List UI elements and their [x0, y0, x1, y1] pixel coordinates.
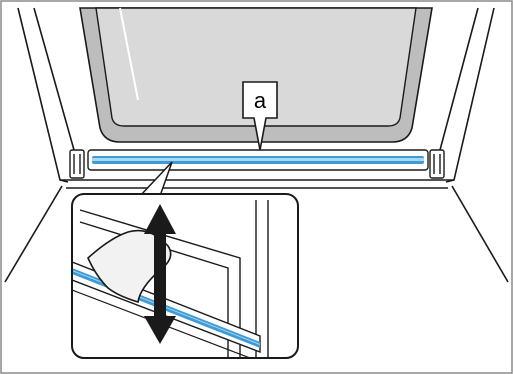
inset-detail — [71, 193, 299, 359]
callout-a: a — [242, 81, 278, 151]
callout-label: a — [254, 88, 267, 113]
door-hinge-left — [69, 149, 85, 179]
door-hinge-right — [429, 149, 445, 179]
door-seal — [87, 149, 429, 171]
oven-door-window — [79, 7, 433, 143]
oven-body — [4, 7, 509, 283]
double-arrow-icon — [144, 204, 176, 344]
